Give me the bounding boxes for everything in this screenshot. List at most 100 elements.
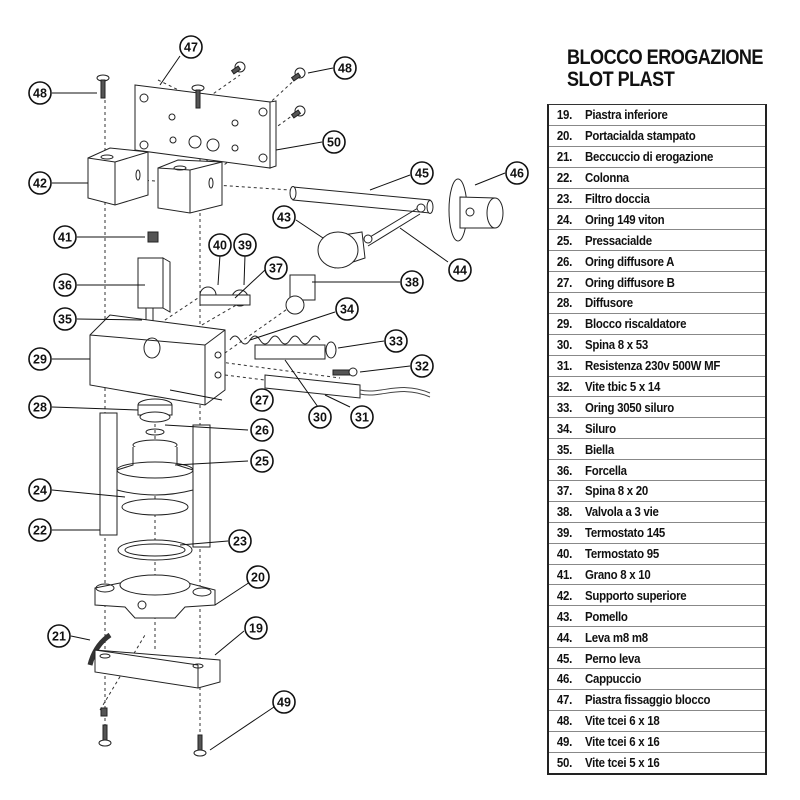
part-name: Vite tbic 5 x 14 [585, 379, 661, 395]
part-name: Resistenza 230v 500W MF [585, 358, 721, 374]
part-number: 45. [556, 650, 573, 666]
part-name: Oring diffusore A [585, 253, 675, 269]
part-name: Cappuccio [585, 671, 642, 687]
callout-circle [28, 395, 52, 419]
callout-label: 39 [238, 239, 252, 253]
callout-25: 25 [250, 449, 274, 473]
part-number: 44. [556, 629, 573, 645]
part-number: 43. [556, 608, 573, 624]
part-name: Perno leva [585, 650, 641, 666]
callout-33: 33 [384, 329, 408, 353]
legend-row: 22.Colonna [549, 168, 765, 189]
callout-32: 32 [410, 354, 434, 378]
part-number: 32. [556, 379, 573, 395]
exploded-diagram: 4748485042454643444140393736383435332932… [28, 35, 529, 757]
callout-28: 28 [28, 395, 52, 419]
legend-row: 50.Vite tcei 5 x 16 [549, 753, 765, 773]
part-name: Oring 3050 siluro [585, 399, 674, 415]
callout-label: 38 [405, 276, 419, 290]
part-28-26 [137, 398, 173, 436]
callout-circle [350, 405, 374, 429]
legend-row: 24.Oring 149 viton [549, 209, 765, 231]
part-name: Pressacialde [585, 232, 652, 248]
legend-row: 19.Piastra inferiore [549, 105, 765, 126]
callout-21: 21 [47, 624, 71, 648]
callout-44: 44 [448, 258, 472, 282]
part-number: 24. [556, 211, 573, 227]
diagram-title: BLOCCO EROGAZIONE SLOT PLAST [567, 47, 765, 91]
part-29-block [89, 314, 226, 406]
callout-circle [333, 56, 357, 80]
callout-38: 38 [400, 270, 424, 294]
callout-circle [400, 270, 424, 294]
part-46-cap [448, 178, 504, 242]
callout-circle [53, 273, 77, 297]
legend-row: 36.Forcella [549, 460, 765, 482]
callout-label: 33 [389, 335, 403, 349]
callout-48: 48 [28, 81, 52, 105]
part-name: Termostato 95 [585, 546, 659, 562]
part-42-supports [87, 147, 223, 214]
callout-circle [322, 130, 346, 154]
part-34-spring [229, 335, 337, 360]
callout-circle [28, 518, 52, 542]
legend-row: 45. Perno leva [549, 648, 765, 670]
legend-row: 21.Beccuccio di erogazione [549, 147, 765, 168]
legend-row: 49.Vite tcei 6 x 16 [549, 732, 765, 753]
part-number: 39. [556, 525, 573, 541]
part-31-heater [264, 374, 431, 399]
screws-48 [96, 61, 306, 119]
callout-label: 43 [277, 211, 291, 225]
part-41 [147, 231, 159, 243]
part-number: 29. [556, 316, 573, 332]
callout-circle [47, 624, 71, 648]
part-name: Piastra fissaggio blocco [585, 692, 711, 708]
part-number: 50. [556, 755, 573, 771]
callout-31: 31 [350, 405, 374, 429]
callout-label: 45 [415, 167, 429, 181]
callout-circle [384, 329, 408, 353]
callout-label: 46 [510, 167, 524, 181]
callout-label: 25 [255, 455, 269, 469]
callout-label: 35 [58, 313, 72, 327]
legend-row: 46.Cappuccio [549, 669, 765, 690]
title-line-1: BLOCCO EROGAZIONE [567, 46, 763, 69]
callout-41: 41 [53, 225, 77, 249]
part-number: 21. [556, 149, 573, 165]
callout-circle [28, 81, 52, 105]
legend-row: 29.Blocco riscaldatore [549, 314, 765, 335]
part-number: 33. [556, 399, 573, 415]
legend-row: 43.Pomello [549, 606, 765, 628]
part-number: 26. [556, 253, 573, 269]
legend-row: 40.Termostato 95 [549, 544, 765, 565]
callout-label: 19 [249, 622, 263, 636]
legend-row: 38. Valvola a 3 vie [549, 502, 765, 523]
legend-row: 27.Oring diffusore B [549, 272, 765, 294]
part-25-presser [116, 439, 194, 496]
legend-row: 34.Siluro [549, 418, 765, 440]
callout-label: 48 [338, 62, 352, 76]
callout-48: 48 [333, 56, 357, 80]
part-number: 22. [556, 170, 573, 186]
callout-label: 23 [233, 535, 247, 549]
callout-label: 44 [453, 264, 467, 278]
callout-label: 34 [340, 303, 354, 317]
part-23-filter [117, 539, 193, 561]
callout-label: 50 [327, 136, 341, 150]
legend-row: 32. Vite tbic 5 x 14 [549, 377, 765, 398]
callout-label: 20 [251, 571, 265, 585]
title-line-2: SLOT PLAST [567, 68, 675, 91]
part-name: Vite tcei 6 x 18 [585, 713, 660, 729]
callout-label: 26 [255, 424, 269, 438]
legend-row: 26. Oring diffusore A [549, 251, 765, 273]
part-name: Spina 8 x 53 [585, 337, 648, 353]
legend-row: 37.Spina 8 x 20 [549, 481, 765, 502]
callout-24: 24 [28, 478, 52, 502]
part-number: 28. [556, 295, 573, 311]
legend-row: 31.Resistenza 230v 500W MF [549, 356, 765, 377]
part-name: Filtro doccia [585, 191, 650, 206]
part-number: 38. [556, 504, 573, 520]
callout-label: 24 [33, 484, 47, 498]
part-name: Valvola a 3 vie [585, 504, 659, 520]
